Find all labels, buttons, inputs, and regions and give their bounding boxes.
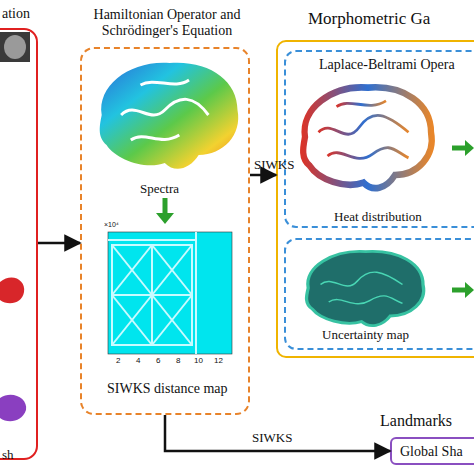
arrow-head: [156, 213, 174, 224]
hamiltonian-panel: Hamiltonian Operator and Schrödinger's E…: [80, 47, 250, 415]
node-title: Uncertainty map: [322, 328, 472, 343]
arrow-head: [465, 282, 474, 298]
image-caption: SIWKS distance map: [107, 381, 228, 396]
flow-arrow: [452, 288, 466, 293]
axis-exponent: ×10⁴: [104, 221, 119, 229]
node-title: Hamiltonian Operator and Schrödinger's E…: [77, 7, 257, 39]
flow-arrow: [452, 146, 466, 151]
brain-spectra: [100, 63, 239, 169]
morphometric-panel: Laplace-Beltrami OperaHeat distributionU…: [276, 40, 474, 358]
tick-label: 12: [214, 357, 223, 366]
node-caption: Global Sha: [400, 444, 474, 460]
node-title: ation: [2, 6, 62, 22]
tick-label: 6: [156, 357, 160, 366]
node-caption: sh: [2, 448, 42, 463]
node-caption: Heat distribution: [334, 210, 474, 225]
input-panel: ationsh: [0, 28, 38, 460]
mri-head: [4, 35, 26, 59]
segmentation-blob: [0, 277, 24, 303]
node-title: Morphometric Ga: [308, 9, 474, 29]
node-title: Landmarks: [380, 412, 474, 430]
flow-arrow: [163, 198, 168, 214]
mri-thumbnail: [0, 32, 30, 62]
edge-label: SIWKS: [252, 430, 292, 446]
node-title: Laplace-Beltrami Opera: [319, 57, 474, 73]
uncertainty-box: Uncertainty map: [284, 238, 474, 350]
flow-arrow: [38, 242, 80, 245]
flow-arrow: [250, 174, 276, 177]
arrow-head: [465, 140, 474, 156]
tick-label: 2: [116, 357, 120, 366]
mesh-blob: [0, 395, 26, 421]
brain-uncertainty: [307, 251, 424, 325]
flow-arrow: [165, 415, 390, 451]
laplace-box: Laplace-Beltrami OperaHeat distribution: [284, 50, 474, 228]
distance-map-plot: [108, 232, 232, 354]
tick-label: 8: [176, 357, 180, 366]
brain-heat: [303, 87, 432, 188]
tick-label: 10: [194, 357, 203, 366]
landmarks-box: LandmarksGlobal Sha: [390, 437, 474, 465]
tick-label: 4: [136, 357, 140, 366]
image-caption: Spectra: [140, 182, 179, 196]
edge-label: SIWKS: [254, 157, 294, 173]
